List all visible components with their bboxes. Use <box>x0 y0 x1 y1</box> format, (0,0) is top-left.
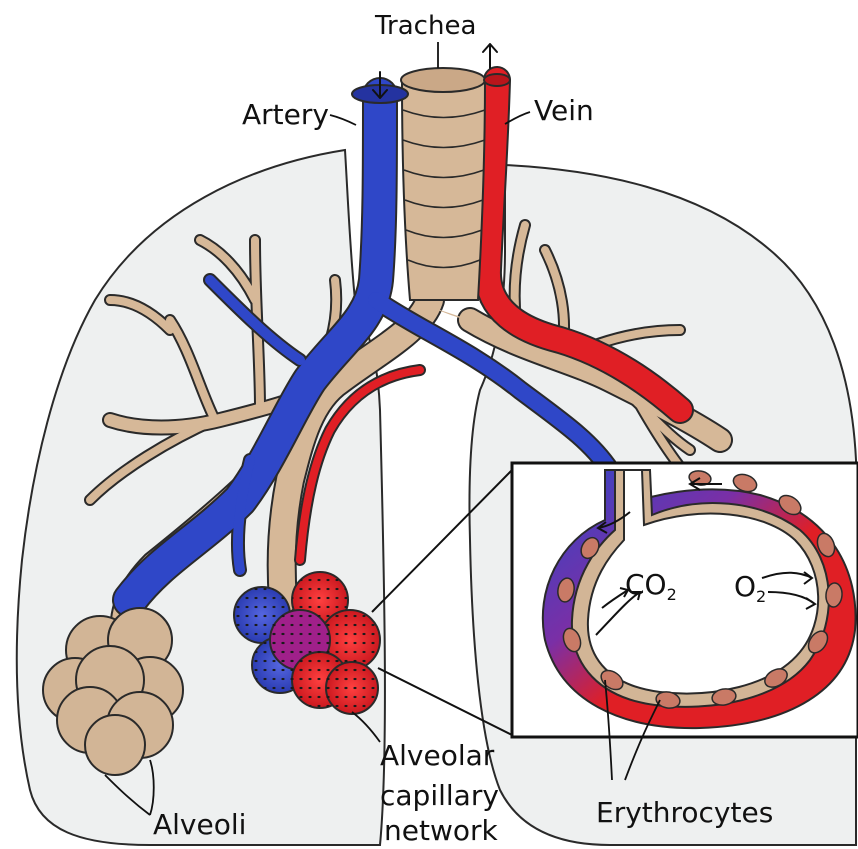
vein-label: Vein <box>534 94 594 127</box>
network-label: network <box>384 814 498 847</box>
artery-label: Artery <box>242 98 329 131</box>
alveoli-label: Alveoli <box>153 808 246 841</box>
erythrocytes-label: Erythrocytes <box>596 796 773 829</box>
trachea-label: Trachea <box>374 11 476 41</box>
alveolar-label: Alveolar <box>380 739 495 772</box>
capillary-label: capillary <box>380 779 499 812</box>
alveolus-inset: CO2 O2 <box>512 463 858 737</box>
